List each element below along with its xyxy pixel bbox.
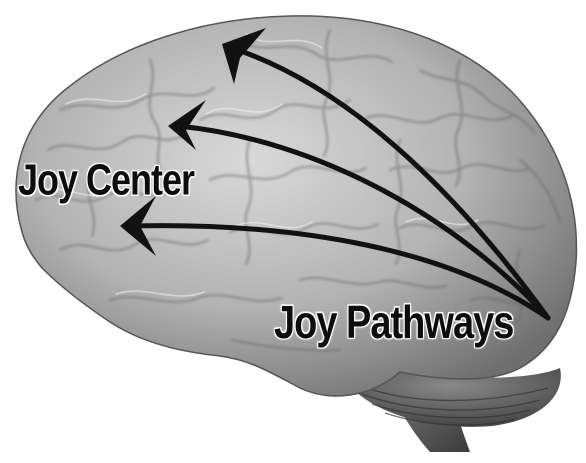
joy-pathways-label: Joy Pathways xyxy=(274,300,513,346)
joy-center-label: Joy Center xyxy=(18,158,194,202)
